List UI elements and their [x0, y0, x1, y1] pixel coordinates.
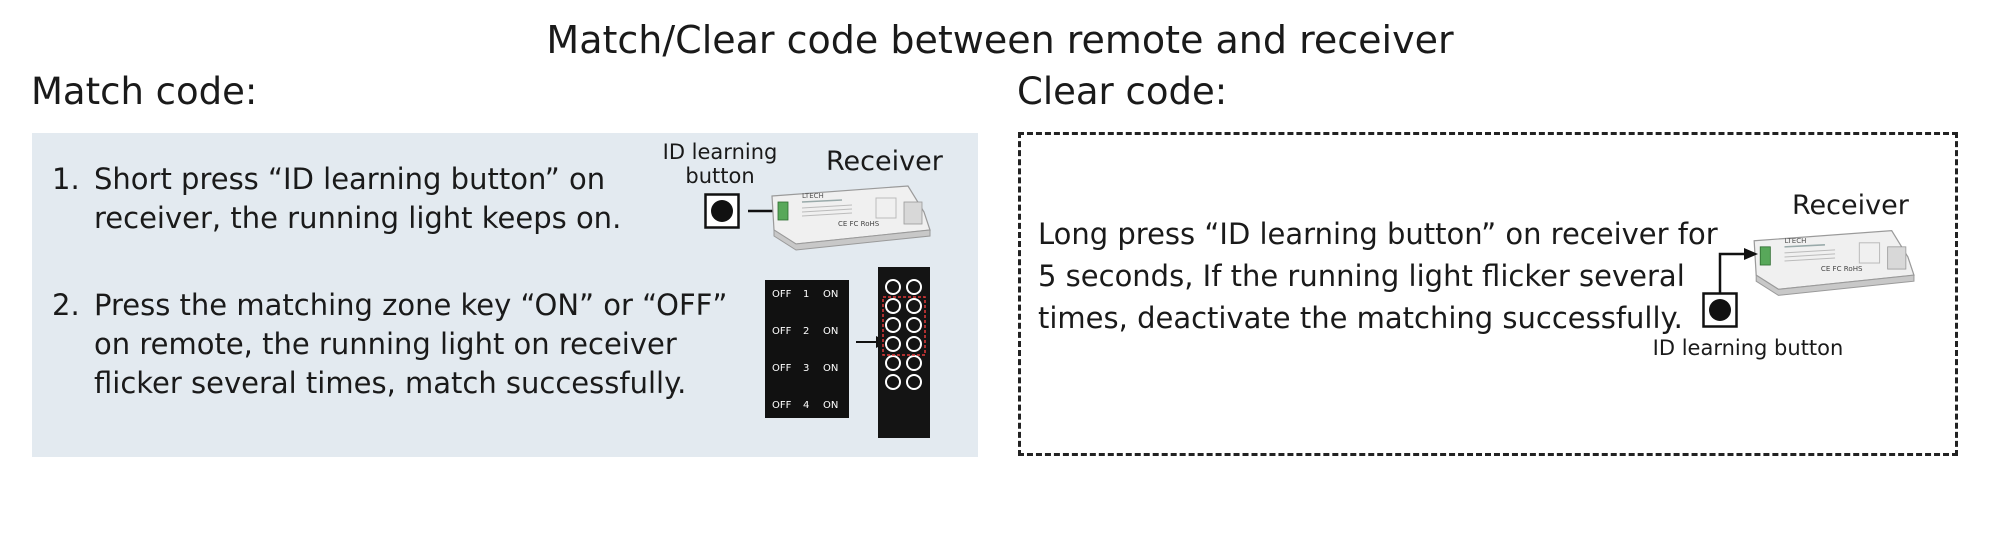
device-marks-text: CE FC RoHS [838, 220, 880, 228]
step-2-line-1: Press the matching zone key “ON” or “OFF… [94, 288, 728, 322]
receiver-label: Receiver [826, 146, 943, 177]
clear-code-instructions: Long press “ID learning button” on recei… [1038, 213, 1718, 339]
arrow-up-right-icon [1718, 248, 1758, 294]
zone-on-label: ON [823, 363, 838, 374]
zone-on-label: ON [823, 400, 838, 411]
clear-line-2: 5 seconds, If the running light flicker … [1038, 259, 1685, 293]
zone-off-label: OFF [772, 289, 792, 300]
step-2-line-2: on remote, the running light on receiver [94, 327, 677, 361]
step-1-line-1: Short press “ID learning button” on [94, 162, 606, 196]
zone-off-label: OFF [772, 326, 792, 337]
step-2-line-3: flicker several times, match successfull… [94, 366, 687, 400]
receiver-device-icon: LTECH CE FC RoHS [771, 185, 931, 251]
match-code-heading: Match code: [31, 70, 258, 113]
page-title: Match/Clear code between remote and rece… [546, 18, 1454, 62]
receiver-label: Receiver [1792, 190, 1909, 221]
push-button-icon [704, 193, 740, 229]
step-1-line-2: receiver, the running light keeps on. [94, 201, 622, 235]
step-number: 1. [52, 162, 80, 196]
step-number: 2. [52, 288, 80, 322]
clear-line-3: times, deactivate the matching successfu… [1038, 301, 1683, 335]
receiver-device-icon: LTECH CE FC RoHS [1753, 230, 1915, 296]
clear-code-heading: Clear code: [1017, 70, 1228, 113]
zone-off-label: OFF [772, 363, 792, 374]
remote-zone-keys: OFF 1 ON OFF 2 ON OFF 3 ON OFF 4 ON [765, 280, 849, 418]
remote-control-icon [878, 267, 930, 438]
match-step-2: 2. Press the matching zone key “ON” or “… [52, 286, 727, 406]
zone-number: 3 [803, 363, 809, 374]
zone-off-label: OFF [772, 400, 792, 411]
zone-number: 1 [803, 289, 809, 300]
match-step-1: 1. Short press “ID learning button” on r… [52, 160, 621, 240]
device-brand-text: LTECH [1785, 236, 1807, 245]
zone-on-label: ON [823, 326, 838, 337]
zone-number: 2 [803, 326, 809, 337]
device-marks-text: CE FC RoHS [1821, 264, 1863, 273]
clear-line-1: Long press “ID learning button” on recei… [1038, 217, 1718, 251]
zone-number: 4 [803, 400, 809, 411]
id-learning-button-label: ID learning button [1652, 336, 1844, 360]
push-button-icon [1702, 292, 1738, 328]
id-learning-button-label: ID learning button [662, 140, 778, 188]
zone-on-label: ON [823, 289, 838, 300]
device-brand-text: LTECH [802, 192, 824, 200]
clear-code-panel [1018, 132, 1958, 456]
